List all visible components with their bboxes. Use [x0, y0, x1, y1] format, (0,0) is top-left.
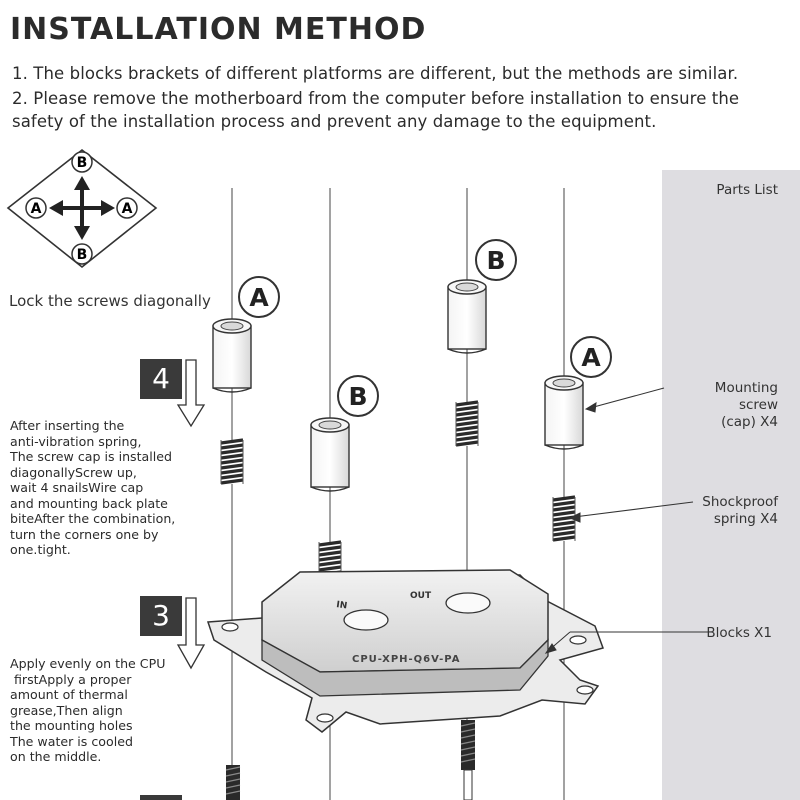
arrow-down-icon [74, 226, 90, 240]
parts-list-title: Parts List [716, 182, 778, 198]
spring-3 [454, 400, 480, 448]
svg-text:B: B [486, 246, 505, 275]
step-4-arrow-icon [176, 359, 206, 428]
note-2-continued: safety of the installation process and p… [12, 112, 657, 131]
water-block: IN OUT CPU-XPH-Q6V-PA [206, 569, 604, 733]
parts-label-spring: Shockproof spring X4 [702, 494, 778, 527]
step-3-badge: 3 [140, 596, 182, 636]
compass-left-circle [25, 197, 47, 219]
note-2: 2. Please remove the motherboard from th… [12, 89, 740, 108]
compass-right-letter: A [122, 201, 133, 217]
step-4-description: After inserting the anti-vibration sprin… [10, 418, 176, 557]
parts-list-panel [662, 170, 800, 800]
screw-cap-1 [212, 318, 252, 393]
callout-lines [544, 387, 710, 654]
svg-text:B: B [348, 382, 367, 411]
screw-cap-3 [447, 279, 487, 354]
screw-cap-4 [544, 375, 584, 450]
parts-label-screw: Mounting screw (cap) X4 [714, 380, 778, 430]
parts-label-blocks: Blocks X1 [706, 625, 772, 641]
screw-label-a1: A [238, 276, 280, 318]
compass-top-circle [71, 151, 93, 173]
compass-right-circle [116, 197, 138, 219]
compass-bottom-letter: B [77, 247, 88, 263]
svg-text:A: A [581, 343, 601, 372]
step-3-description: Apply evenly on the CPU firstApply a pro… [10, 656, 166, 764]
step-4-badge: 4 [140, 359, 182, 399]
screw-label-b1: B [337, 375, 379, 417]
port-out-label: OUT [410, 591, 432, 601]
compass-top-letter: B [77, 155, 88, 171]
compass-diamond: B B A A [6, 148, 158, 269]
port-in-label: IN [336, 600, 348, 611]
compass-caption: Lock the screws diagonally [9, 292, 211, 310]
arrow-right-icon [101, 200, 115, 216]
page-title: INSTALLATION METHOD [10, 12, 427, 47]
step-arrows [176, 359, 206, 670]
arrow-left-icon [49, 200, 63, 216]
screw-label-b2: B [475, 239, 517, 281]
compass-left-letter: A [31, 201, 42, 217]
block-model-label: CPU-XPH-Q6V-PA [352, 654, 460, 665]
svg-text:A: A [249, 283, 269, 312]
step-3-arrow-icon [176, 597, 206, 670]
arrow-up-icon [74, 176, 90, 190]
screw-label-a2: A [570, 336, 612, 378]
compass-bottom-circle [71, 243, 93, 265]
spring-1 [219, 438, 245, 486]
step-2-badge-partial [140, 795, 182, 800]
screw-cap-2 [310, 417, 350, 492]
note-1: 1. The blocks brackets of different plat… [12, 64, 739, 83]
back-plate-screws [225, 720, 476, 800]
